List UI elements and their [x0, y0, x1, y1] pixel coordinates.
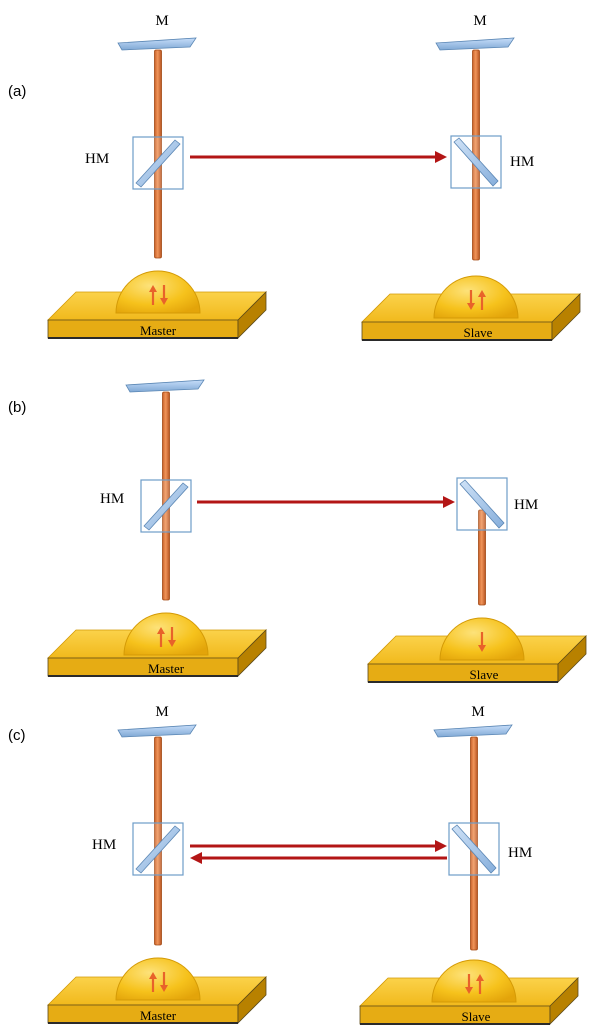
panel-2-R-laser-dome [431, 959, 517, 1003]
panel-2-R-base-side [549, 977, 579, 1025]
panel-1-L-base-label: Master [148, 661, 185, 676]
panel-label-c: (c) [8, 727, 26, 744]
panel-2-L-laser-dome [115, 957, 201, 1001]
panel-0-R-mirror-label: M [473, 13, 486, 29]
panel-0-R-beam-splitter [453, 137, 499, 187]
panel-2-R-beam-splitter [451, 824, 497, 874]
panel-1-R-beam-splitter [459, 479, 505, 529]
panel-2-R-mirror-label: M [471, 704, 484, 720]
panel-0-L-base-label: Master [140, 323, 177, 338]
panel-1-L-hm-label: HM [100, 491, 124, 507]
panel-1-arrow-master-to-slave-head [443, 496, 455, 508]
panel-1-R-laser-beam [478, 509, 486, 606]
panel-1-L-base-front [47, 657, 239, 677]
panel-1-L-laser-dome [123, 612, 209, 656]
panel-2-R-hm-label: HM [508, 845, 532, 861]
panel-2-R-base-label: Slave [462, 1009, 491, 1024]
panel-0-L-spin-up-arrow-icon-head [149, 285, 157, 292]
panel-0-R-spin-down-arrow-icon-head [467, 303, 475, 310]
panel-0-R-base-side [551, 293, 581, 341]
panel-0-L-mirror [117, 37, 197, 51]
panel-2-arrow-slave-to-master-head [190, 852, 202, 864]
panel-0-L-base-side [237, 291, 267, 339]
panel-1-L-spin-up-arrow-icon-head [157, 627, 165, 634]
panel-0-L-spin-down-arrow-icon-head [160, 298, 168, 305]
panel-2-L-spin-down-arrow-icon-head [160, 985, 168, 992]
panel-0-L-mirror-label: M [155, 13, 168, 29]
panel-1-R-hm-label: HM [514, 497, 538, 513]
panel-label-a: (a) [8, 83, 26, 100]
panel-2-L-base-side [237, 976, 267, 1024]
panel-0-L-beam-splitter [135, 139, 181, 188]
panel-1-L-spin-down-arrow-icon-head [168, 640, 176, 647]
panel-2-L-beam-splitter [135, 825, 181, 874]
panel-b: (b) Master HM Slave HM [8, 379, 587, 683]
panel-2-L-mirror [117, 724, 197, 738]
panel-0-L-laser-dome [115, 270, 201, 314]
panel-0-R-spin-up-arrow-icon-head [478, 290, 486, 297]
panel-1-L-beam-splitter [143, 482, 189, 531]
panel-1-L-mirror [125, 379, 205, 393]
panel-1-R-spin-down-arrow-icon-head [478, 645, 486, 652]
panel-1-R-base-side [557, 635, 587, 683]
panel-2-R-mirror [433, 724, 513, 738]
panel-0-arrow-master-to-slave-head [435, 151, 447, 163]
panel-2-L-base-label: Master [140, 1008, 177, 1023]
panel-a: (a) Master M HM Slave M HM [8, 13, 581, 341]
panel-2-R-base-front [359, 1005, 551, 1025]
panel-0-L-laser-beam [154, 49, 162, 259]
panel-0-R-hm-label: HM [510, 154, 534, 170]
panel-0-R-mirror [435, 37, 515, 51]
panel-label-b: (b) [8, 399, 26, 416]
panel-2-L-mirror-label: M [155, 704, 168, 720]
panel-2-R-spin-down-arrow-icon-head [465, 987, 473, 994]
panel-c: (c) Master M HM Slave M HM [8, 704, 579, 1025]
panel-1-L-base-side [237, 629, 267, 677]
panel-2-L-spin-up-arrow-icon-head [149, 972, 157, 979]
panel-1-L-laser-beam [162, 391, 170, 601]
panel-0-R-base-label: Slave [464, 325, 493, 340]
panel-1-R-base-label: Slave [470, 667, 499, 682]
panel-0-R-base-front [361, 321, 553, 341]
panel-2-arrow-master-to-slave-head [435, 840, 447, 852]
panel-1-R-base-front [367, 663, 559, 683]
panel-0-R-laser-dome [433, 275, 519, 319]
panel-2-R-spin-up-arrow-icon-head [476, 974, 484, 981]
panel-2-L-hm-label: HM [92, 837, 116, 853]
panel-0-L-hm-label: HM [85, 151, 109, 167]
